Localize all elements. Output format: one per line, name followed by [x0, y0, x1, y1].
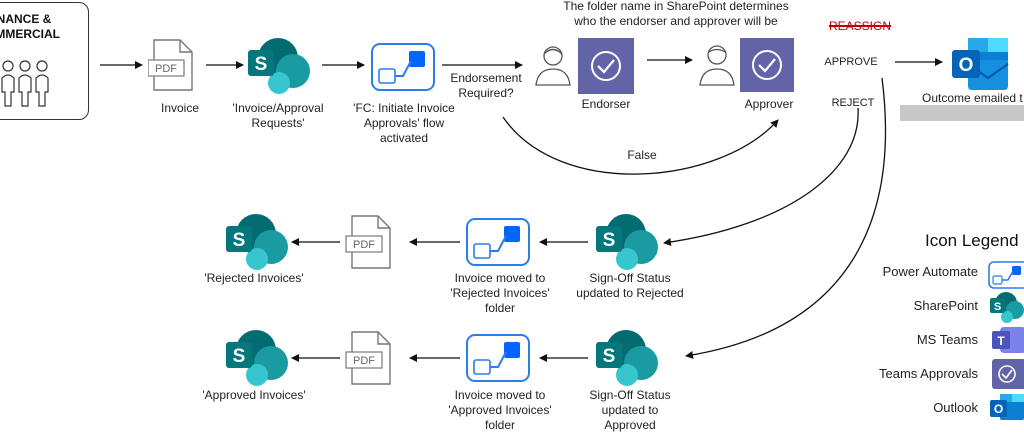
reject-status-label: Sign-Off Status updated to Rejected — [568, 271, 692, 301]
reject-label: REJECT — [831, 97, 875, 109]
legend-item-sharepoint: SharePoint — [913, 298, 978, 313]
actor-title-line1: FINANCE & — [0, 12, 52, 26]
reject-moved-line3: folder — [484, 301, 516, 315]
legend-item-ms-teams: MS Teams — [916, 332, 978, 347]
requests-label-line1: 'Invoice/Approval — [232, 101, 324, 115]
arrow-false-curve — [502, 116, 779, 175]
endorsement-line1: Endorsement — [450, 71, 522, 85]
legend-item-teams-approvals: Teams Approvals — [879, 366, 978, 381]
approve-status-line1: Sign-Off Status — [589, 388, 671, 402]
approver-label: Approver — [744, 97, 794, 111]
requests-label: 'Invoice/Approval Requests' — [222, 101, 334, 131]
pdf-label: PDF — [353, 239, 375, 251]
legend-item-outlook: Outlook — [933, 400, 978, 415]
person-icon — [699, 45, 735, 86]
flow-activated-label: 'FC: Initiate Invoice Approvals' flow ac… — [342, 101, 466, 146]
power-automate-icon — [371, 43, 435, 91]
sharepoint-letter: S — [233, 230, 246, 251]
people-icon — [1, 60, 49, 107]
pdf-icon: PDF — [345, 331, 391, 385]
teams-approvals-icon — [740, 38, 794, 92]
sharepoint-letter: S — [603, 230, 616, 251]
pdf-icon: PDF — [345, 215, 391, 269]
actor-title: FINANCE & OMMERCIAL — [0, 12, 86, 42]
approved-library-label: 'Approved Invoices' — [202, 388, 306, 402]
approve-status-line3: Approved — [604, 418, 656, 432]
arrow-approve-curve — [685, 77, 887, 359]
sharepoint-icon: S — [596, 330, 658, 386]
reject-status-line2: updated to Rejected — [576, 286, 684, 300]
approve-status-line2: updated to — [601, 403, 659, 417]
flow-label-line3: activated — [379, 131, 429, 145]
top-note: The folder name in SharePoint determines… — [560, 0, 792, 29]
reject-status-line1: Sign-Off Status — [589, 271, 671, 285]
power-automate-icon — [466, 218, 530, 266]
power-automate-icon — [988, 261, 1024, 289]
teams-letter: T — [997, 334, 1005, 348]
sharepoint-icon: S — [596, 214, 658, 270]
approve-moved-line1: Invoice moved to — [454, 388, 546, 402]
top-note-line1: The folder name in SharePoint determines — [563, 0, 789, 13]
sharepoint-icon: S — [226, 330, 288, 386]
legend-item-power-automate: Power Automate — [882, 264, 978, 279]
sharepoint-icon: S — [226, 214, 288, 270]
invoice-label: Invoice — [160, 101, 200, 115]
actor-title-line2: OMMERCIAL — [0, 27, 60, 41]
outcome-label: Outcome emailed t — [922, 91, 1023, 105]
top-note-line2: who the endorser and approver will be — [574, 14, 778, 28]
teams-approvals-icon — [578, 38, 634, 94]
sharepoint-icon: S — [248, 38, 310, 94]
teams-approvals-icon — [992, 359, 1024, 389]
pdf-icon: PDF — [148, 39, 193, 91]
pdf-label: PDF — [155, 63, 177, 75]
reject-moved-line2: 'Rejected Invoices' — [450, 286, 550, 300]
outlook-letter: O — [994, 402, 1003, 416]
teams-icon: T — [992, 327, 1024, 353]
endorser-label: Endorser — [581, 97, 631, 111]
person-icon — [535, 46, 571, 86]
outlook-letter: O — [959, 55, 974, 76]
sharepoint-letter: S — [603, 346, 616, 367]
flow-label-line2: Approvals' flow — [363, 116, 445, 130]
outlook-icon: O — [952, 38, 1009, 90]
rejected-library-label: 'Rejected Invoices' — [204, 271, 304, 285]
flow-label-line1: 'FC: Initiate Invoice — [353, 101, 455, 115]
approve-moved-label: Invoice moved to 'Approved Invoices' fol… — [430, 388, 570, 433]
power-automate-icon — [466, 334, 530, 382]
arrow-reject-curve — [663, 107, 859, 246]
sharepoint-letter: S — [233, 346, 246, 367]
endorsement-line2: Required? — [458, 86, 514, 100]
reject-moved-label: Invoice moved to 'Rejected Invoices' fol… — [430, 271, 570, 316]
pdf-label: PDF — [353, 355, 375, 367]
requests-label-line2: Requests' — [251, 116, 305, 130]
gray-bar — [900, 105, 1024, 121]
sharepoint-icon: S — [990, 292, 1024, 323]
false-label: False — [627, 148, 657, 162]
legend-title: Icon Legend — [925, 231, 1019, 250]
approve-label: APPROVE — [824, 56, 878, 68]
reassign-label: REASSIGN — [828, 19, 891, 33]
approve-status-label: Sign-Off Status updated to Approved — [576, 388, 684, 433]
outlook-icon: O — [990, 394, 1024, 420]
endorsement-question: Endorsement Required? — [446, 71, 526, 101]
approve-moved-line3: folder — [484, 418, 516, 432]
approve-moved-line2: 'Approved Invoices' — [448, 403, 552, 417]
reject-moved-line1: Invoice moved to — [454, 271, 546, 285]
sharepoint-letter: S — [994, 301, 1001, 313]
sharepoint-letter: S — [255, 54, 268, 75]
